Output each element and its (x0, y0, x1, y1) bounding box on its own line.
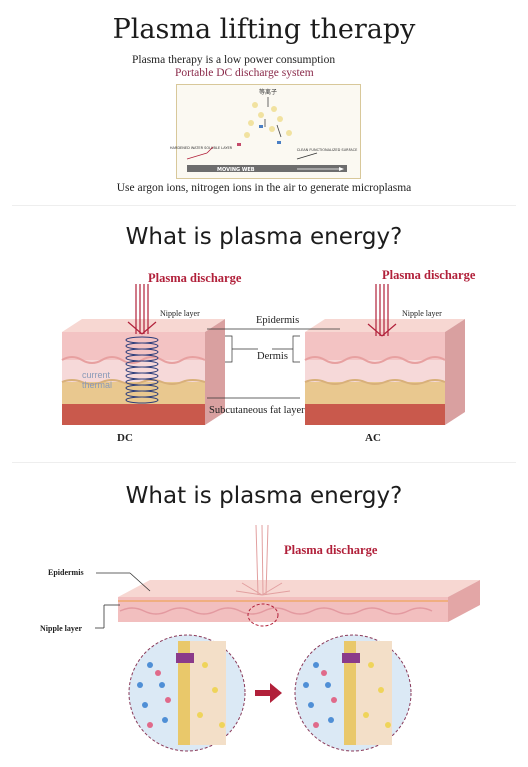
moving-web-diagram: 等离子 HARDENED WATER SOLUBLE LAYER CLEAN F… (170, 84, 361, 179)
divider (12, 205, 516, 206)
section1-line1: Plasma therapy is a low power consumptio… (132, 54, 336, 66)
diagram-left-label: HARDENED WATER SOLUBLE LAYER (170, 146, 233, 150)
plasma-discharge-ac-label: Plasma discharge (382, 268, 476, 282)
dermis-label: Dermis (257, 351, 288, 362)
thermal-label: thermal (82, 380, 112, 390)
section1-title: Plasma lifting therapy (112, 14, 416, 45)
epidermis-label: Epidermis (256, 315, 300, 326)
nipple-layer-label: Nipple layer (40, 624, 82, 633)
plasma-discharge-label: Plasma discharge (284, 543, 378, 557)
dc-label: DC (117, 432, 133, 444)
plasma-cell-illustration (95, 524, 480, 752)
nipple-layer-ac-label: Nipple layer (402, 309, 442, 318)
nipple-layer-dc-label: Nipple layer (160, 309, 200, 318)
section2-title: What is plasma energy? (125, 224, 403, 250)
section1-line2: Portable DC discharge system (175, 67, 314, 79)
diagram-bottom-label: MOVING WEB (217, 167, 255, 173)
ac-label: AC (365, 432, 381, 444)
current-label: current (82, 370, 111, 380)
diagram-top-label: 等离子 (259, 88, 277, 96)
epidermis-label: Epidermis (48, 568, 84, 577)
diagram-right-label: CLEAN FUNCTIONALIZED SURFACE (297, 148, 358, 152)
plasma-discharge-dc-label: Plasma discharge (148, 271, 242, 285)
section1-caption: Use argon ions, nitrogen ions in the air… (116, 182, 412, 194)
dc-ac-skin-illustration: current thermal (61, 284, 465, 425)
section3-title: What is plasma energy? (125, 483, 403, 509)
divider (12, 462, 516, 463)
moving-web-illustration: 等离子 HARDENED WATER SOLUBLE LAYER CLEAN F… (170, 88, 358, 173)
fat-layer-label: Subcutaneous fat layer (209, 405, 305, 416)
